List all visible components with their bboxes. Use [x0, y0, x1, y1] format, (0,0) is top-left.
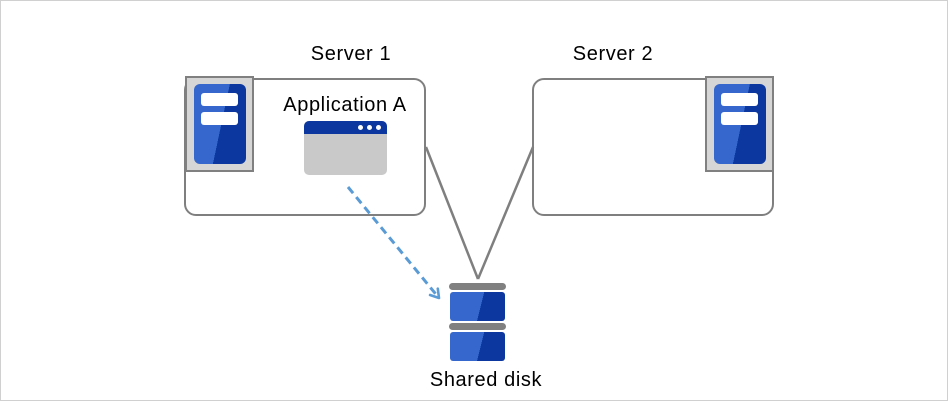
disk-bar	[449, 283, 506, 290]
server-slot	[201, 93, 238, 106]
app-window-titlebar	[304, 121, 387, 134]
shared-disk-icon	[449, 283, 506, 361]
disk-platter	[450, 332, 505, 361]
disk-bar	[449, 323, 506, 330]
server2-tower-icon	[705, 76, 774, 172]
connector-server2-disk	[476, 146, 535, 280]
server1-tower-icon	[185, 76, 254, 172]
titlebar-dot	[358, 125, 363, 130]
server2-label: Server 2	[572, 43, 654, 65]
disk-platter	[450, 292, 505, 321]
server1-label: Server 1	[310, 43, 392, 65]
application-a-label: Application A	[283, 94, 407, 116]
app-window-icon	[304, 121, 387, 175]
server-tower-body	[193, 84, 246, 164]
server-slot	[201, 112, 238, 125]
server-slot	[721, 93, 758, 106]
connector-server1-disk	[424, 146, 480, 280]
server-slot	[721, 112, 758, 125]
titlebar-dot	[367, 125, 372, 130]
server-tower-body	[713, 84, 766, 164]
titlebar-dot	[376, 125, 381, 130]
shared-disk-label: Shared disk	[429, 369, 543, 391]
